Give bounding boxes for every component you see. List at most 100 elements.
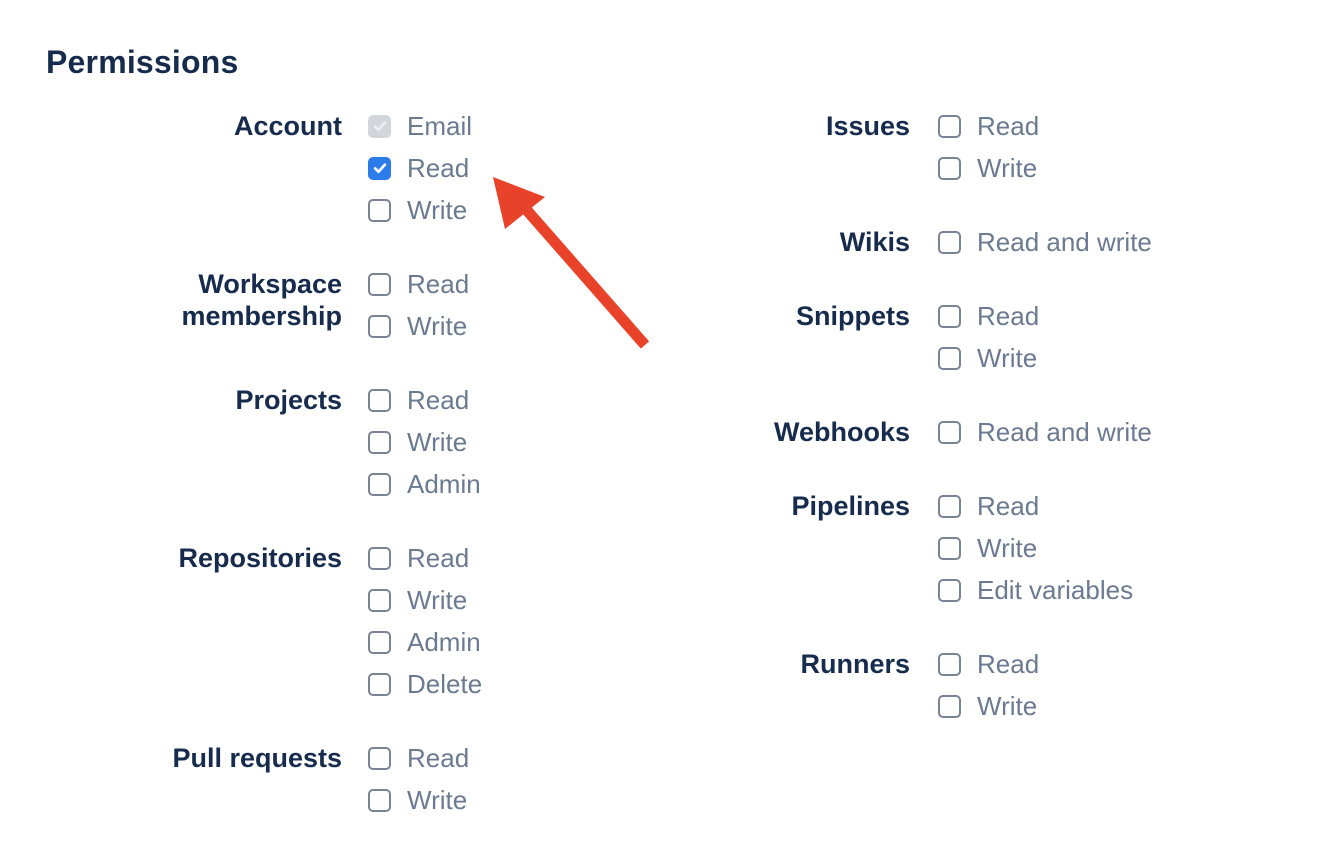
checkbox-unchecked-icon[interactable] xyxy=(938,156,961,180)
checkbox-label[interactable]: Admin xyxy=(407,469,481,499)
checkbox-label[interactable]: Write xyxy=(407,785,468,815)
checkbox-label[interactable]: Write xyxy=(977,691,1038,721)
checkbox-row-repositories-write[interactable]: Write xyxy=(368,579,482,621)
checkbox-unchecked-icon[interactable] xyxy=(938,346,961,370)
group-label-wikis: Wikis xyxy=(839,227,910,257)
checkbox-unchecked-icon[interactable] xyxy=(938,494,961,518)
checkbox-row-pipelines-edit-variables[interactable]: Edit variables xyxy=(938,569,1133,611)
checkbox-unchecked-icon[interactable] xyxy=(368,546,391,570)
checkbox-unchecked-icon[interactable] xyxy=(938,304,961,328)
checkbox-row-account-read[interactable]: Read xyxy=(368,147,472,189)
checkbox-row-repositories-read[interactable]: Read xyxy=(368,537,482,579)
checkbox-label[interactable]: Write xyxy=(407,427,468,457)
checkbox-unchecked-icon[interactable] xyxy=(938,536,961,560)
checkbox-label[interactable]: Write xyxy=(407,585,468,615)
checkbox-label[interactable]: Write xyxy=(407,195,468,225)
checkbox-label[interactable]: Admin xyxy=(407,627,481,657)
group-label-pull-requests: Pull requests xyxy=(172,743,342,773)
checkbox-unchecked-icon[interactable] xyxy=(368,588,391,612)
checkbox-row-repositories-delete[interactable]: Delete xyxy=(368,663,482,705)
checkbox-label[interactable]: Read xyxy=(977,301,1040,331)
checkbox-unchecked-icon[interactable] xyxy=(368,198,391,222)
checkbox-label[interactable]: Write xyxy=(977,153,1038,183)
checkbox-row-issues-read[interactable]: Read xyxy=(938,105,1039,147)
checkbox-label: Email xyxy=(407,111,473,141)
checkbox-unchecked-icon[interactable] xyxy=(938,578,961,602)
checkbox-row-account-write[interactable]: Write xyxy=(368,189,472,231)
permission-group-wikis: Wikis Read and write xyxy=(650,221,1152,263)
checkbox-unchecked-icon[interactable] xyxy=(368,314,391,338)
checkbox-unchecked-icon[interactable] xyxy=(368,430,391,454)
group-label-account: Account xyxy=(234,111,342,141)
checkbox-row-workspace-membership-write[interactable]: Write xyxy=(368,305,469,347)
checkbox-row-issues-write[interactable]: Write xyxy=(938,147,1039,189)
checkbox-unchecked-icon[interactable] xyxy=(938,652,961,676)
group-options: Read and write xyxy=(938,411,1152,453)
group-label-issues: Issues xyxy=(825,111,910,141)
checkbox-unchecked-icon[interactable] xyxy=(368,746,391,770)
group-label-pipelines: Pipelines xyxy=(791,491,910,521)
checkbox-row-repositories-admin[interactable]: Admin xyxy=(368,621,482,663)
checkbox-row-pull-requests-write[interactable]: Write xyxy=(368,779,469,821)
checkbox-label[interactable]: Read xyxy=(407,385,470,415)
group-label-runners: Runners xyxy=(800,649,910,679)
checkbox-row-projects-read[interactable]: Read xyxy=(368,379,481,421)
checkbox-row-runners-read[interactable]: Read xyxy=(938,643,1039,685)
group-options: Read and write xyxy=(938,221,1152,263)
checkbox-label[interactable]: Read xyxy=(977,111,1040,141)
checkbox-unchecked-icon[interactable] xyxy=(368,388,391,412)
group-label-webhooks: Webhooks xyxy=(773,417,910,447)
checkbox-unchecked-icon[interactable] xyxy=(938,694,961,718)
checkbox-unchecked-icon[interactable] xyxy=(368,630,391,654)
checkbox-label[interactable]: Read xyxy=(977,491,1040,521)
checkbox-row-projects-admin[interactable]: Admin xyxy=(368,463,481,505)
checkbox-row-wikis-read-and-write[interactable]: Read and write xyxy=(938,221,1152,263)
checkbox-row-pipelines-write[interactable]: Write xyxy=(938,527,1133,569)
checkbox-row-projects-write[interactable]: Write xyxy=(368,421,481,463)
checkbox-row-snippets-read[interactable]: Read xyxy=(938,295,1039,337)
checkbox-label[interactable]: Read xyxy=(407,543,470,573)
checkbox-label[interactable]: Read and write xyxy=(977,417,1152,447)
checkbox-label[interactable]: Write xyxy=(407,311,468,341)
checkbox-unchecked-icon[interactable] xyxy=(938,420,961,444)
checkbox-label[interactable]: Edit variables xyxy=(977,575,1134,605)
checkbox-row-workspace-membership-read[interactable]: Read xyxy=(368,263,469,305)
checkbox-label[interactable]: Read xyxy=(407,153,470,183)
checkbox-row-pull-requests-read[interactable]: Read xyxy=(368,737,469,779)
checkbox-label[interactable]: Delete xyxy=(407,669,483,699)
checkbox-label[interactable]: Read and write xyxy=(977,227,1152,257)
checkbox-label[interactable]: Read xyxy=(977,649,1040,679)
checkbox-unchecked-icon[interactable] xyxy=(938,114,961,138)
permission-group-webhooks: Webhooks Read and write xyxy=(650,411,1152,453)
checkbox-label[interactable]: Write xyxy=(977,343,1038,373)
page-title: Permissions xyxy=(46,44,239,80)
checkbox-row-webhooks-read-and-write[interactable]: Read and write xyxy=(938,411,1152,453)
checkbox-unchecked-icon[interactable] xyxy=(368,788,391,812)
checkbox-row-snippets-write[interactable]: Write xyxy=(938,337,1039,379)
checkbox-unchecked-icon[interactable] xyxy=(368,672,391,696)
checkbox-unchecked-icon[interactable] xyxy=(368,472,391,496)
checkbox-label[interactable]: Read xyxy=(407,743,470,773)
checkbox-label[interactable]: Read xyxy=(407,269,470,299)
checkbox-unchecked-icon[interactable] xyxy=(938,230,961,254)
checkbox-label[interactable]: Write xyxy=(977,533,1038,563)
checkbox-row-pipelines-read[interactable]: Read xyxy=(938,485,1133,527)
checkbox-row-runners-write[interactable]: Write xyxy=(938,685,1039,727)
checkbox-unchecked-icon[interactable] xyxy=(368,272,391,296)
group-label-workspace-membership: Workspace membership xyxy=(181,269,342,331)
checkbox-checked-disabled-icon xyxy=(368,114,391,138)
checkbox-checked-icon[interactable] xyxy=(368,156,391,180)
